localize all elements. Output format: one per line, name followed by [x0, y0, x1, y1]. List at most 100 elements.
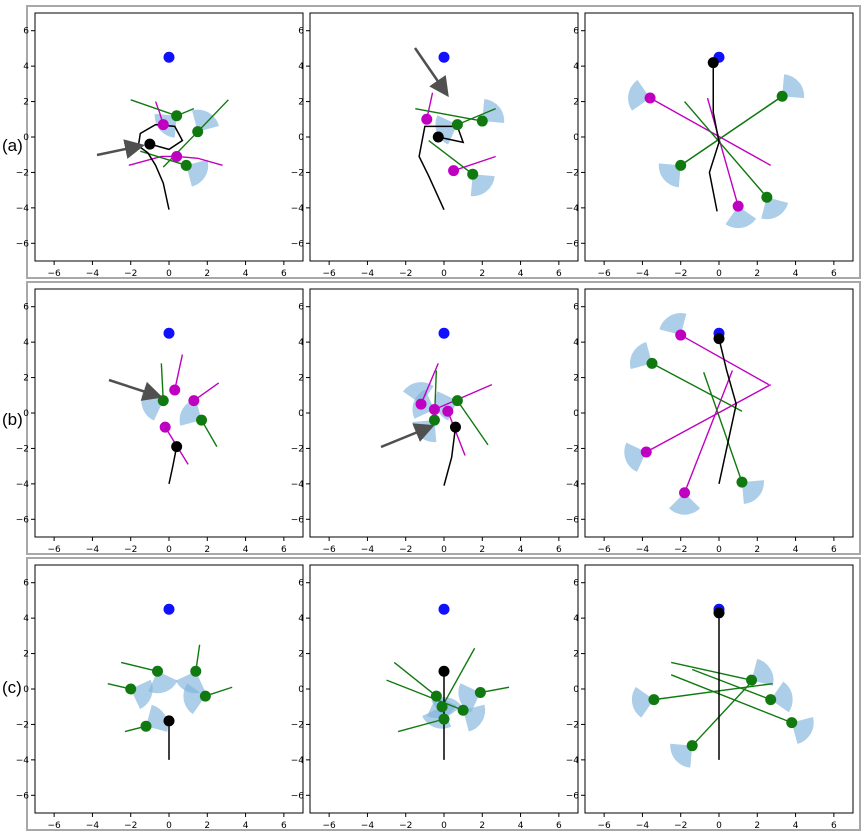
x-tick-label: −2 — [124, 269, 137, 279]
row-frame — [26, 281, 861, 555]
x-tick-label: −2 — [674, 269, 687, 279]
x-tick-label: −2 — [124, 545, 137, 555]
goal-marker — [438, 327, 450, 339]
field-of-view-wedge — [146, 704, 169, 732]
y-tick-label: 0 — [573, 133, 579, 143]
y-tick-label: −2 — [291, 444, 304, 454]
agent-path — [456, 400, 489, 446]
agent-marker — [451, 395, 463, 407]
agent-path — [683, 370, 734, 493]
x-tick-label: 6 — [556, 269, 562, 279]
robot-path — [137, 123, 184, 210]
agent-marker — [140, 720, 152, 732]
field-of-view-wedge — [463, 704, 486, 732]
field-of-view-wedge — [659, 313, 687, 336]
agent-marker — [415, 398, 427, 410]
y-tick-label: −4 — [291, 480, 305, 490]
x-tick-label: 0 — [166, 821, 172, 831]
agent-path — [670, 661, 752, 681]
y-tick-label: 6 — [573, 27, 579, 37]
x-tick-label: −2 — [674, 821, 687, 831]
y-tick-label: 0 — [298, 685, 304, 695]
x-tick-label: −6 — [323, 545, 337, 555]
robot-marker — [449, 421, 461, 433]
agent-marker — [746, 674, 758, 686]
y-tick-label: −2 — [566, 720, 579, 730]
axes-box — [34, 288, 304, 538]
agent-marker — [199, 690, 211, 702]
agent-path — [441, 647, 476, 708]
agent-path — [393, 661, 437, 697]
y-tick-label: −6 — [291, 791, 305, 801]
field-of-view-wedge — [751, 658, 774, 686]
y-tick-label: 2 — [298, 374, 304, 384]
x-tick-label: −4 — [86, 545, 100, 555]
x-tick-label: 6 — [556, 545, 562, 555]
y-tick-label: 0 — [298, 133, 304, 143]
annotation-arrow — [380, 423, 435, 449]
y-tick-label: 4 — [23, 62, 29, 72]
agent-marker — [786, 717, 798, 729]
field-of-view-wedge — [658, 163, 681, 188]
field-of-view-wedge — [183, 683, 206, 715]
row-label-c: (c) — [2, 678, 22, 697]
agent-path — [457, 108, 496, 126]
x-tick-label: −6 — [48, 545, 62, 555]
agent-path — [651, 362, 743, 412]
x-tick-label: −4 — [361, 545, 375, 555]
agent-marker — [765, 694, 777, 706]
y-tick-label: 0 — [298, 409, 304, 419]
x-tick-label: 2 — [204, 269, 210, 279]
agent-path — [386, 679, 464, 711]
robot-path — [168, 446, 178, 485]
y-tick-label: −6 — [566, 791, 580, 801]
y-tick-label: 6 — [573, 579, 579, 589]
x-tick-label: −6 — [598, 821, 612, 831]
y-tick-label: 4 — [298, 62, 304, 72]
y-tick-label: −6 — [291, 239, 305, 249]
x-tick-label: −4 — [86, 269, 100, 279]
goal-marker — [163, 51, 175, 63]
x-tick-label: 0 — [166, 545, 172, 555]
y-tick-label: −6 — [566, 239, 580, 249]
y-tick-label: 4 — [298, 338, 304, 348]
agent-marker — [686, 740, 698, 752]
y-tick-label: 4 — [298, 614, 304, 624]
x-tick-label: 2 — [479, 821, 485, 831]
field-of-view-wedge — [630, 342, 652, 370]
x-tick-label: 2 — [204, 821, 210, 831]
agent-marker — [640, 446, 652, 458]
field-of-view-wedge — [631, 687, 654, 718]
agent-marker — [442, 405, 454, 417]
field-of-view-wedge — [668, 492, 701, 515]
agent-marker — [196, 414, 208, 426]
field-of-view-wedge — [130, 679, 153, 709]
agent-marker — [467, 168, 479, 180]
agent-marker — [421, 113, 433, 125]
agent-marker — [675, 329, 687, 341]
y-tick-label: 4 — [573, 338, 579, 348]
agent-path — [691, 681, 753, 747]
y-tick-label: −6 — [16, 239, 30, 249]
y-tick-label: −6 — [16, 791, 30, 801]
x-tick-label: −2 — [399, 269, 412, 279]
agent-marker — [761, 191, 773, 203]
y-tick-label: −4 — [291, 756, 305, 766]
agent-marker — [736, 476, 748, 488]
y-tick-label: −2 — [16, 444, 29, 454]
agent-marker — [171, 150, 183, 162]
y-tick-label: −2 — [291, 168, 304, 178]
x-tick-label: 6 — [281, 269, 287, 279]
agent-path — [420, 363, 439, 405]
agent-marker — [474, 687, 486, 699]
field-of-view-wedge — [175, 671, 206, 694]
row-frame — [26, 557, 861, 831]
agent-marker — [679, 487, 691, 499]
agent-marker — [152, 665, 164, 677]
annotation-arrow — [96, 139, 145, 159]
